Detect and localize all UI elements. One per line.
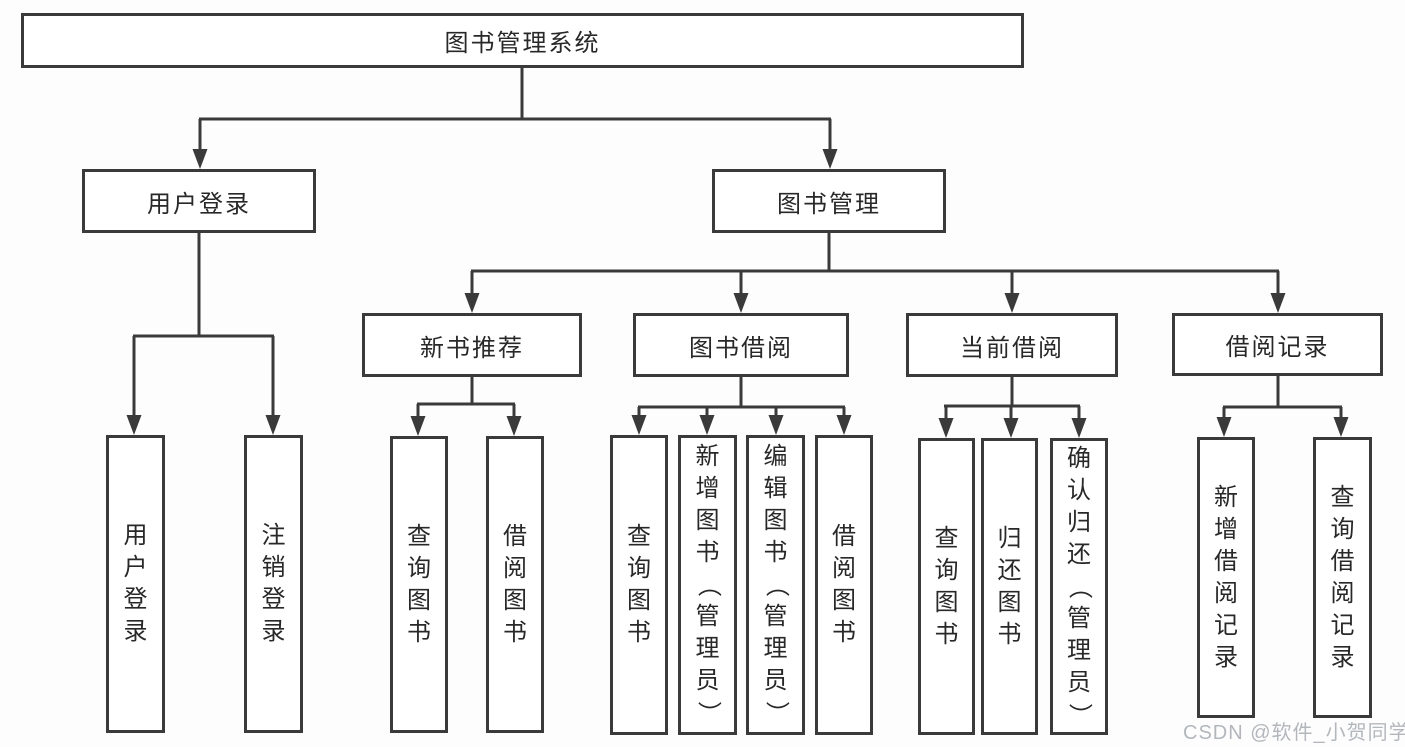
node-label: 用户登录 [147,190,251,218]
node-label: 编辑图书（管理员） [762,443,790,726]
node-label: 借阅图书 [832,523,856,646]
node-label: 借阅图书 [503,522,527,646]
node-query-books-borrow: 查询图书 [610,435,668,735]
node-user-login: 用户登录 [82,169,316,233]
node-label: 图书借阅 [689,334,793,362]
node-add-borrow-record: 新增借阅记录 [1197,437,1255,718]
node-borrowing-records: 借阅记录 [1172,313,1383,376]
node-label: 图书管理 [777,190,881,218]
node-label: 用户登录 [123,522,148,645]
node-label: 注销登录 [261,522,286,645]
node-return-books: 归还图书 [981,438,1038,735]
node-current-borrowing: 当前借阅 [906,313,1118,377]
node-query-books-rec: 查询图书 [390,436,448,733]
node-label: 借阅记录 [1225,334,1330,361]
node-root: 图书管理系统 [21,13,1024,68]
node-label: 查询图书 [627,523,651,646]
node-label: 归还图书 [997,524,1022,648]
node-label: 查询图书 [934,524,959,648]
node-borrow-books-rec: 借阅图书 [486,436,544,733]
node-add-books-admin: 新增图书（管理员） [678,435,737,735]
node-label: 新增借阅记录 [1214,483,1238,671]
node-query-books-current: 查询图书 [918,438,975,735]
node-new-book-recommend: 新书推荐 [362,313,582,377]
node-label: 当前借阅 [960,334,1064,362]
csdn-watermark: CSDN @软件_小贺同学 [1183,722,1405,744]
node-label: 确认归还（管理员） [1066,444,1093,727]
node-label: 新增图书（管理员） [694,443,722,726]
node-query-borrow-record: 查询借阅记录 [1313,437,1372,718]
node-logout-op: 注销登录 [244,435,303,733]
node-label: 查询借阅记录 [1330,483,1355,671]
node-label: 查询图书 [407,522,431,646]
node-edit-books-admin: 编辑图书（管理员） [746,435,805,735]
node-book-borrowing: 图书借阅 [633,313,849,377]
node-confirm-return-admin: 确认归还（管理员） [1050,438,1108,735]
node-borrow-books-op: 借阅图书 [815,435,873,735]
node-label: 新书推荐 [420,334,524,362]
node-book-management: 图书管理 [712,169,946,233]
node-label: 图书管理系统 [444,30,601,57]
node-login-op: 用户登录 [106,435,165,733]
